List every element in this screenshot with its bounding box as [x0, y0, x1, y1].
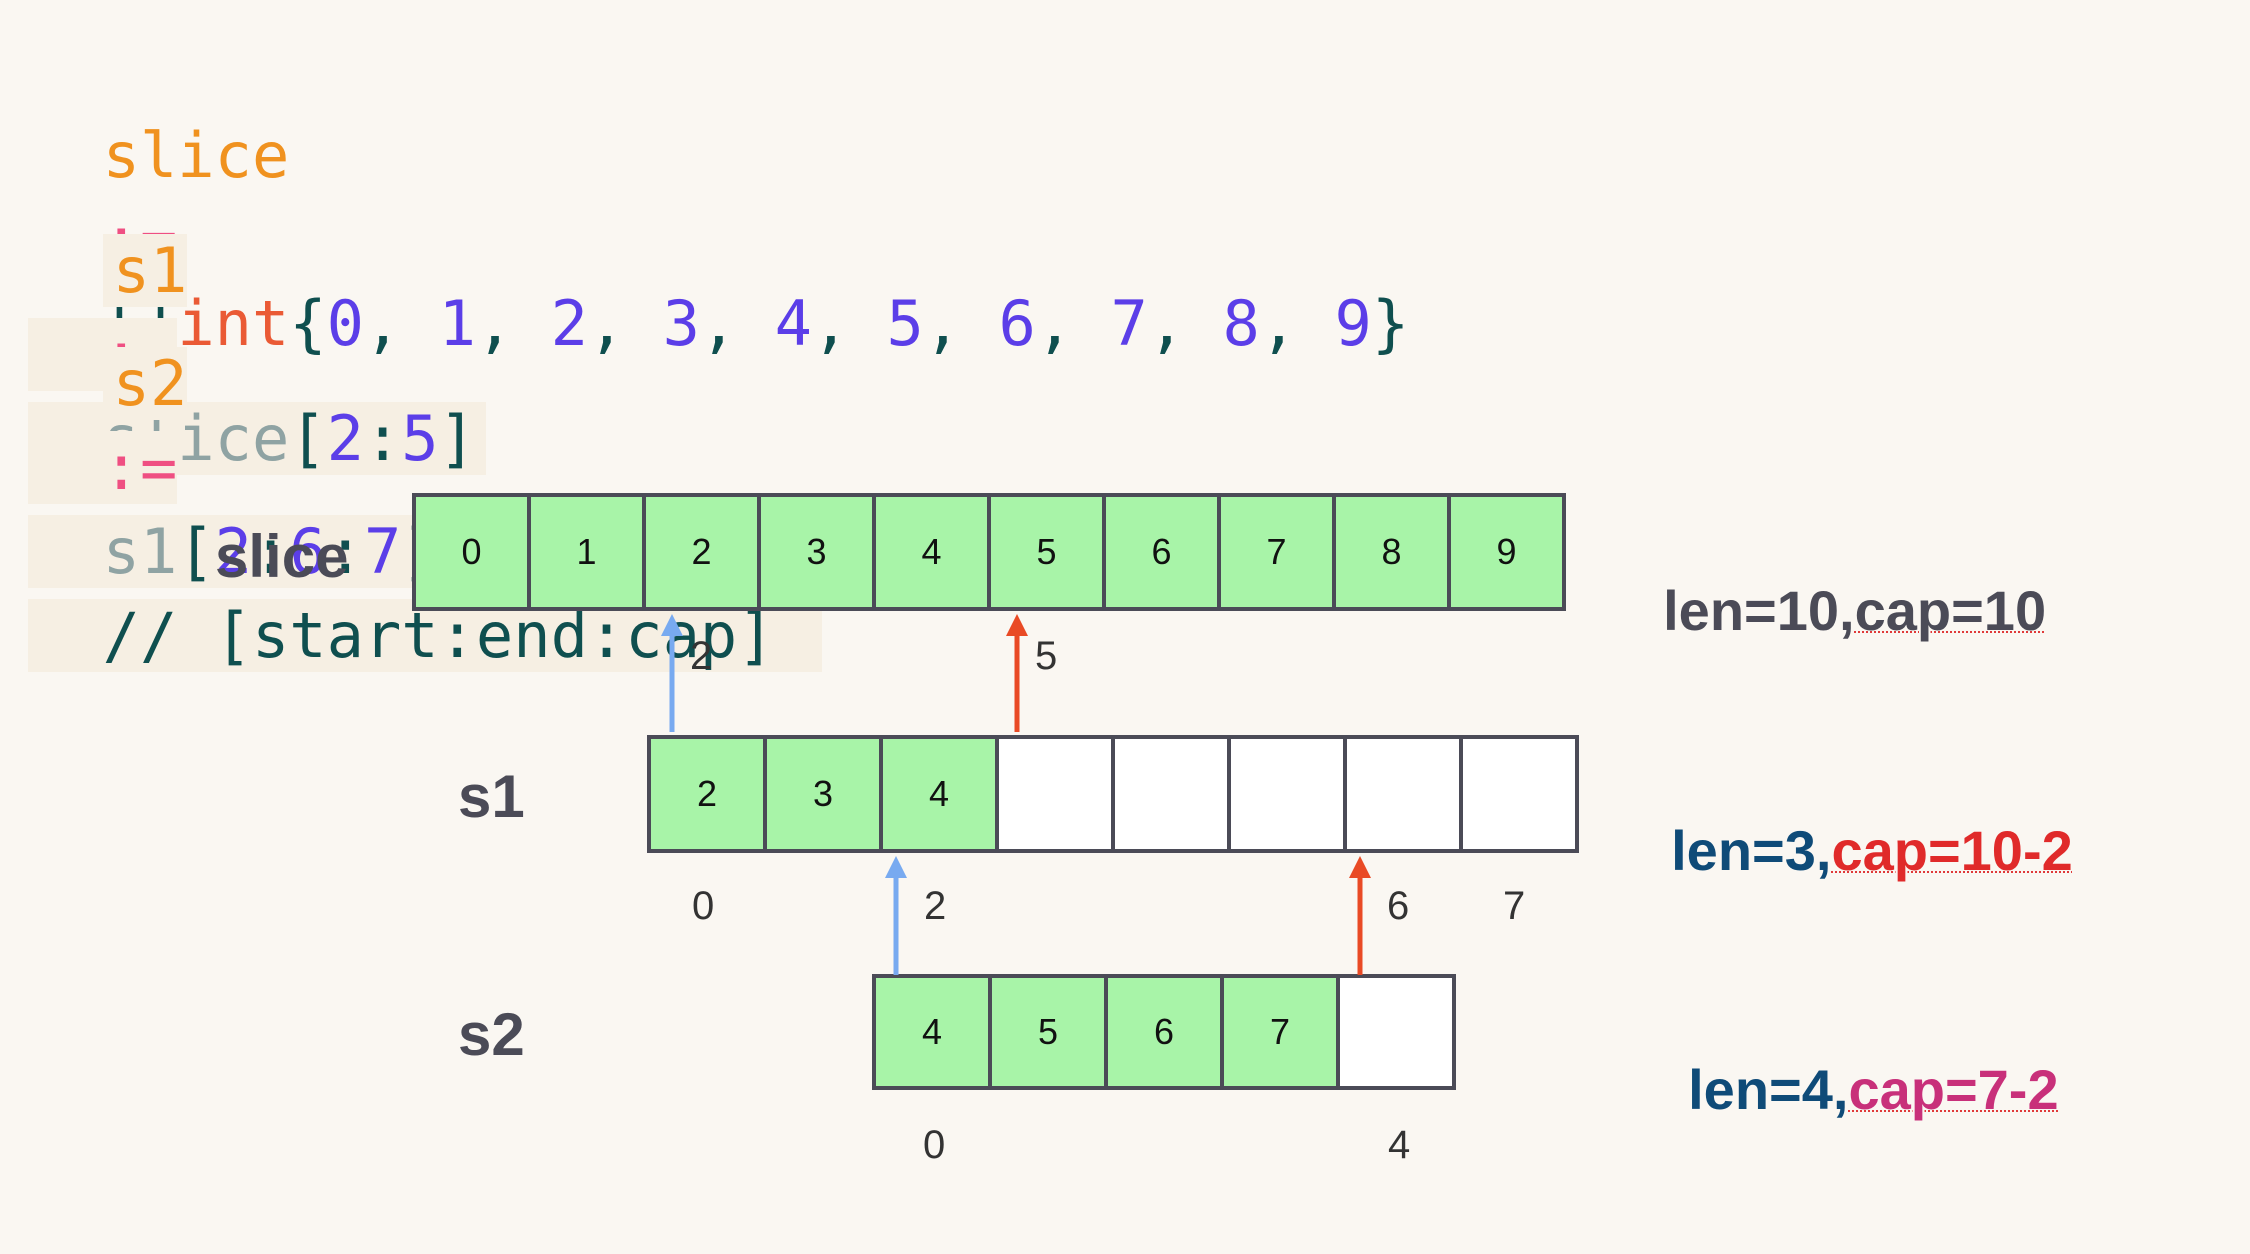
s2-cell-3: 7: [1220, 974, 1340, 1090]
code-literal: 5: [886, 287, 924, 360]
s1-cell-5: [1227, 735, 1347, 853]
code-low: 2: [214, 515, 252, 588]
code-colon: :: [363, 402, 402, 475]
s1-label: s1: [458, 763, 525, 830]
s1-cap-index: 7: [1503, 884, 1526, 928]
code-low: 2: [326, 402, 364, 475]
s2-label: s2: [458, 1001, 525, 1068]
s1-start-index: 2: [924, 884, 947, 928]
slice-cap: cap=10: [1854, 579, 2047, 642]
code-comma: ,: [363, 287, 439, 360]
slice-cell-8: 8: [1332, 493, 1451, 611]
s2-index-0: 0: [923, 1123, 946, 1167]
code-line-1: slice := []int{0, 1, 2, 3, 4, 5, 6, 7, 8…: [28, 30, 1409, 360]
code-var: s1: [112, 234, 188, 307]
slice-label: slice: [215, 523, 349, 590]
code-literal: 6: [998, 287, 1036, 360]
s1-cell-3: [995, 735, 1115, 853]
code-max: 7: [363, 515, 402, 588]
code-literal: 3: [662, 287, 700, 360]
code-lbracket: [: [177, 515, 215, 588]
code-comma: ,: [811, 287, 887, 360]
code-literal: 1: [438, 287, 476, 360]
code-literal: 8: [1222, 287, 1260, 360]
s2-cell-4: [1336, 974, 1456, 1090]
code-keyword: int: [177, 287, 290, 360]
s1-start-arrow: [885, 856, 907, 975]
code-colon: :: [326, 515, 364, 588]
s2-cell-1: 5: [988, 974, 1108, 1090]
s1-cell-1: 3: [763, 735, 883, 853]
code-assign-op: :=: [102, 431, 178, 504]
code-var: s2: [112, 347, 188, 420]
s1-end-index: 6: [1387, 884, 1410, 928]
s2-len: len=4,: [1688, 1058, 1849, 1121]
code-comma: ,: [1147, 287, 1223, 360]
s1-index-0: 0: [692, 884, 715, 928]
slice-stats: len=10,cap=10: [1632, 527, 2046, 639]
code-source: s1: [102, 515, 178, 588]
s1-end-arrow: [1349, 856, 1371, 975]
slice-end-arrow: [1006, 614, 1028, 732]
slice-cell-1: 1: [527, 493, 646, 611]
s1-cell-7: [1459, 735, 1579, 853]
code-comma: ,: [475, 287, 551, 360]
code-comma: ,: [1035, 287, 1111, 360]
code-literal: 4: [774, 287, 812, 360]
s1-cell-2: 4: [879, 735, 999, 853]
slice-end-index: 5: [1035, 634, 1058, 678]
slice-cell-0: 0: [412, 493, 531, 611]
code-literal: 2: [550, 287, 588, 360]
slice-len: len=10,: [1663, 579, 1855, 642]
code-comma: ,: [923, 287, 999, 360]
code-close-brace: }: [1371, 287, 1410, 360]
s1-len: len=3,: [1671, 819, 1832, 882]
slice-cell-3: 3: [757, 493, 876, 611]
code-var: slice: [102, 119, 290, 192]
s2-index-4: 4: [1388, 1123, 1411, 1167]
s1-stats: len=3,cap=10-2: [1640, 767, 2073, 879]
slice-cell-6: 6: [1102, 493, 1221, 611]
slice-start-index: 2: [690, 634, 713, 678]
code-literal: 0: [326, 287, 364, 360]
code-colon: :: [251, 515, 290, 588]
slice-start-arrow: [661, 614, 683, 732]
code-comma: ,: [699, 287, 775, 360]
code-literal: 9: [1334, 287, 1372, 360]
code-comma: ,: [1259, 287, 1335, 360]
code-lbracket: [: [289, 402, 327, 475]
s2-stats: len=4,cap=7-2: [1657, 1006, 2059, 1121]
slice-cell-5: 5: [987, 493, 1106, 611]
s1-cap: cap=10-2: [1831, 819, 2073, 882]
slice-cell-9: 9: [1447, 493, 1566, 611]
s2-cap: cap=7-2: [1848, 1058, 2059, 1121]
code-literal-list: 0, 1, 2, 3, 4, 5, 6, 7, 8, 9: [327, 287, 1372, 360]
code-high: 5: [401, 402, 439, 475]
code-open-brace: {: [289, 287, 327, 360]
code-literal: 7: [1110, 287, 1148, 360]
code-comma: ,: [587, 287, 663, 360]
code-high: 6: [289, 515, 327, 588]
code-rbracket: ]: [438, 402, 476, 475]
